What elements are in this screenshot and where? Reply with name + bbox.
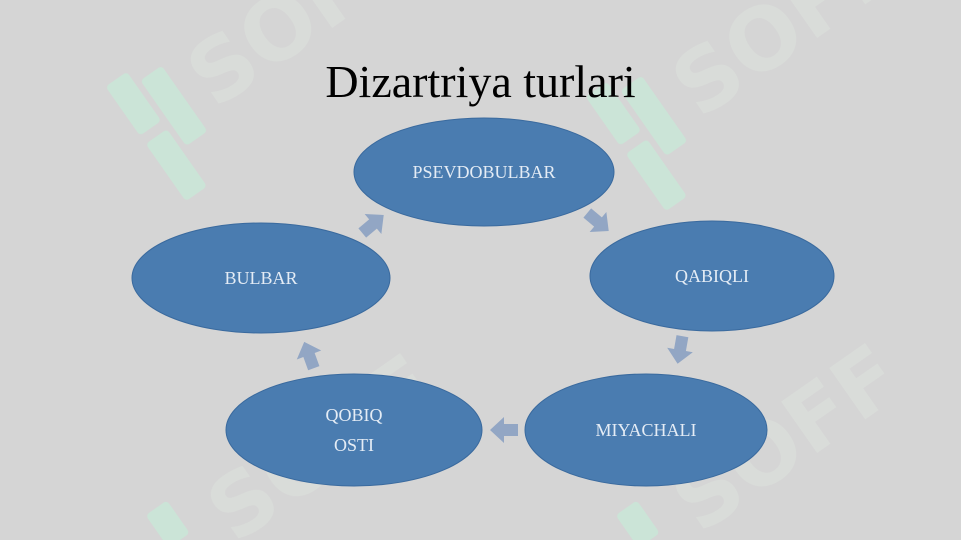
node-shape [225,373,483,487]
arrow-bulbar-to-psevdobulbar [358,214,384,238]
node-label: BULBAR [224,268,297,288]
node-label: QABIQLI [675,266,749,286]
node-shape [524,373,768,487]
node-miyachali: MIYACHALI [524,373,768,487]
slide-title: Dizartriya turlari [325,56,636,107]
node-shape [353,117,615,227]
node-qobiq-osti: QOBIQ OSTI [225,373,483,487]
node-label: OSTI [334,435,374,455]
node-shape [131,222,391,334]
arrow-miyachali-to-qobiq-osti [490,417,518,443]
node-label: PSEVDOBULBAR [412,162,555,182]
node-bulbar: BULBAR [131,222,391,334]
node-psevdobulbar: PSEVDOBULBAR [353,117,615,227]
node-qabiqli: QABIQLI [589,220,835,332]
arrow-psevdobulbar-to-qabiqli [583,208,609,232]
arrow-qabiqli-to-miyachali [667,335,693,364]
node-label: MIYACHALI [596,420,697,440]
node-shape [589,220,835,332]
node-label: QOBIQ [326,405,383,425]
arrow-qobiq-osti-to-bulbar [296,341,322,371]
